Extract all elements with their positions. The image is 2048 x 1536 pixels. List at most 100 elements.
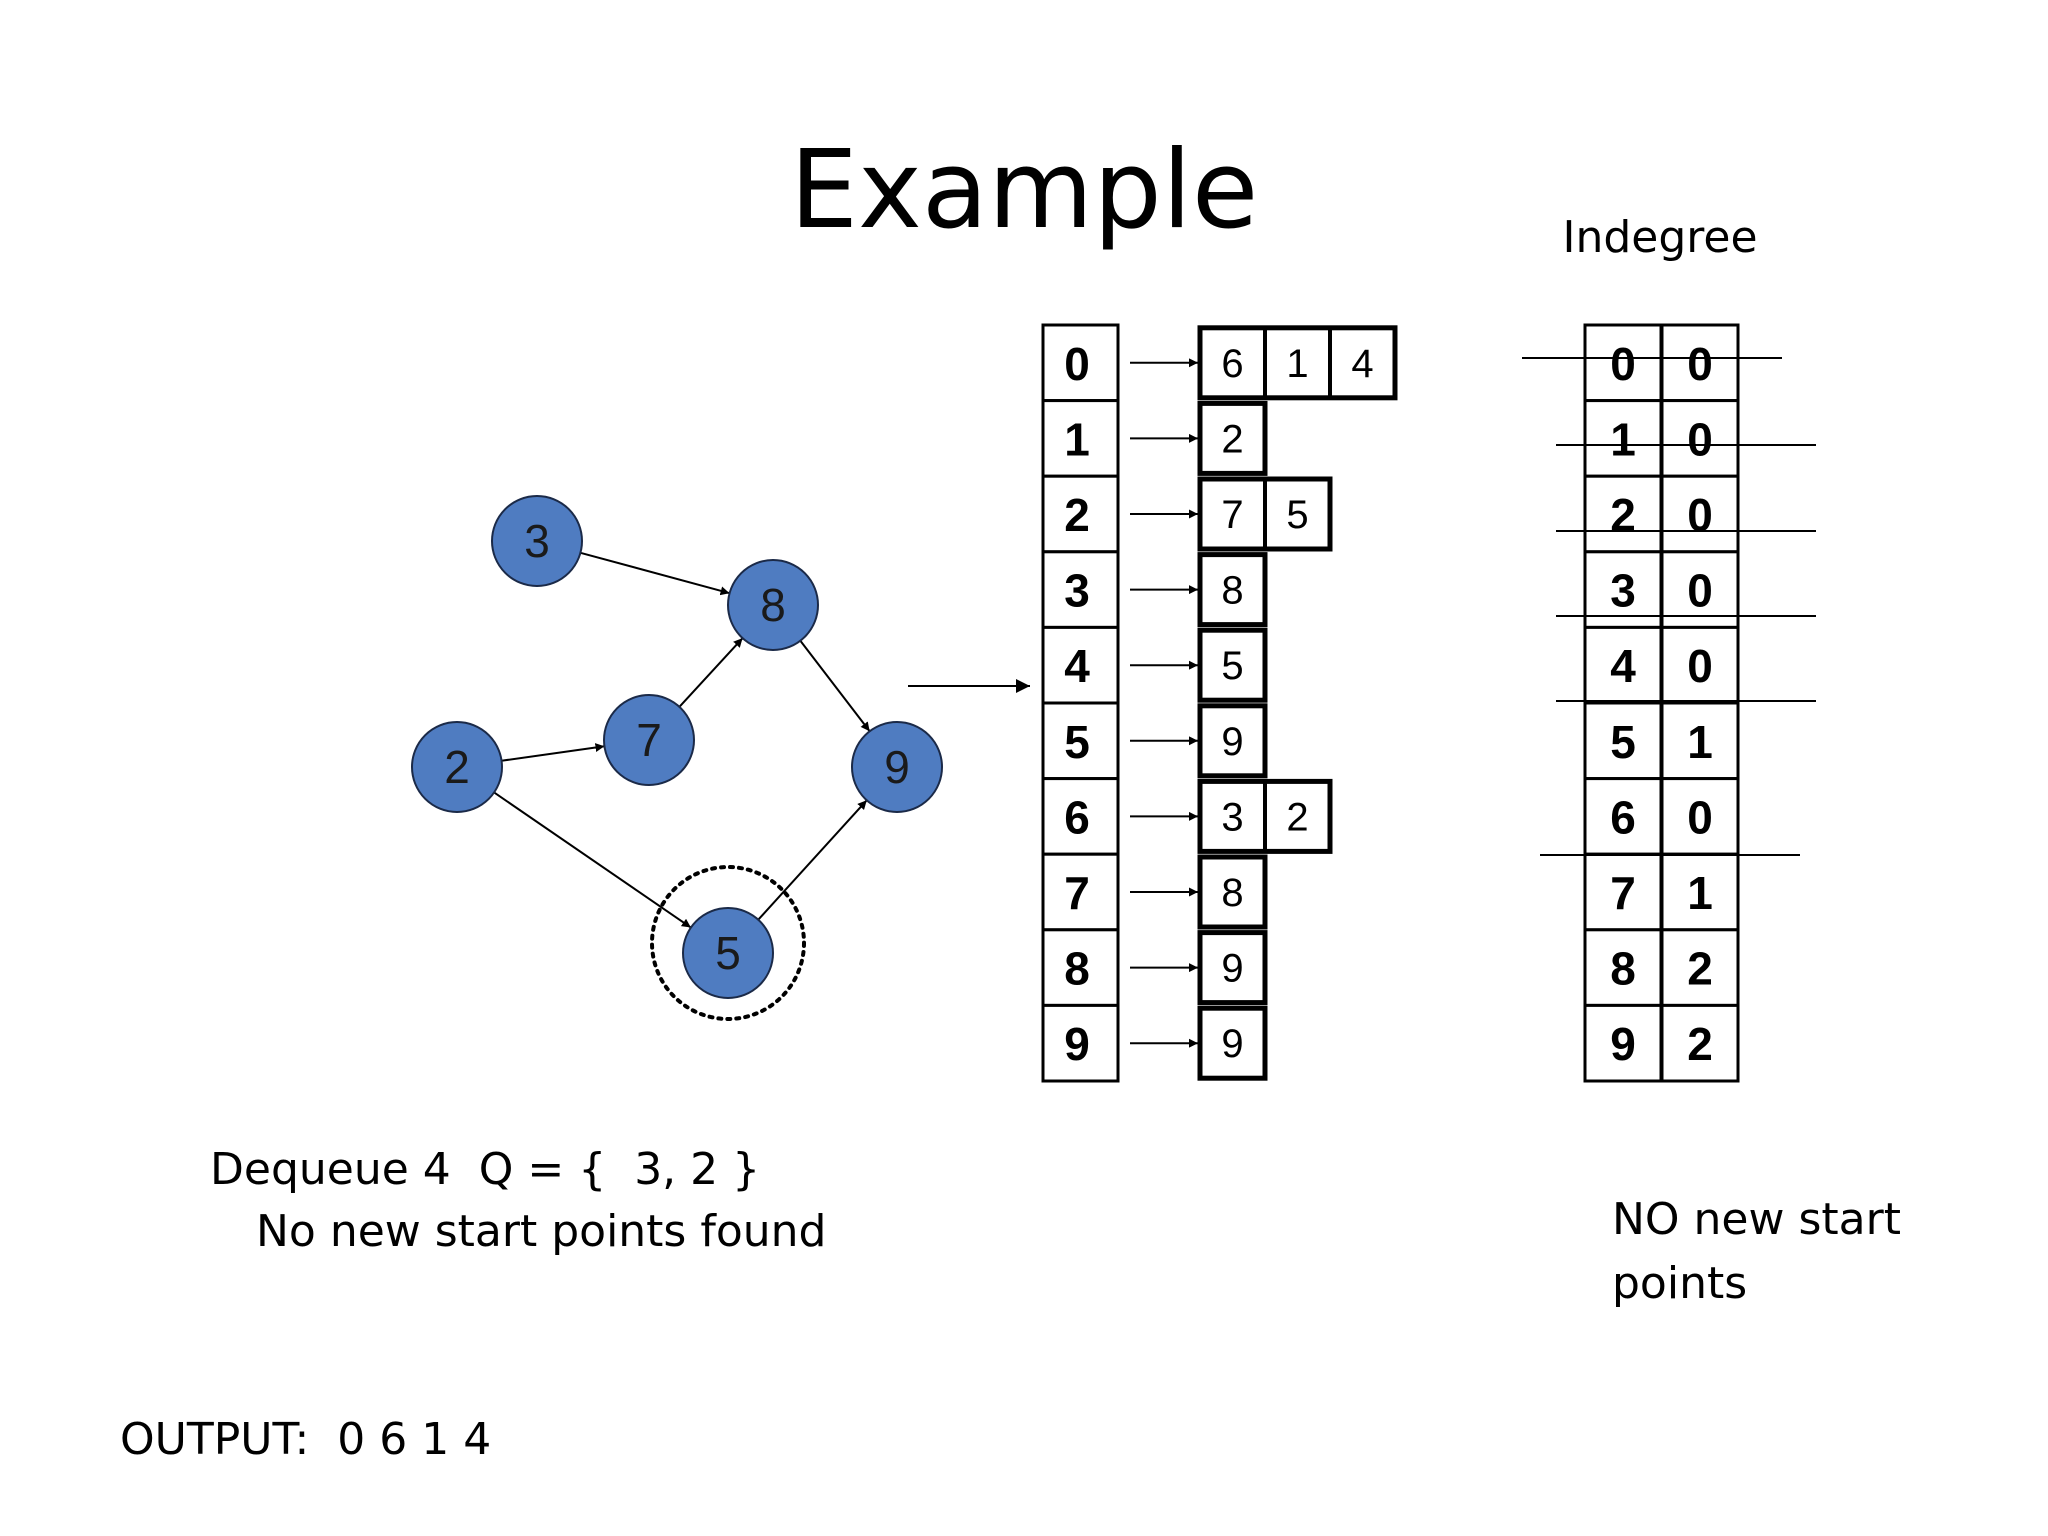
edge-2-to-7 <box>501 743 605 762</box>
edge-2-to-5 <box>493 791 692 929</box>
adjacency-list-entry: 9 <box>1221 947 1243 991</box>
adjacency-list-entry: 4 <box>1351 342 1373 386</box>
adjacency-list-entry: 8 <box>1221 871 1243 915</box>
adjacency-list-box <box>1197 703 1268 779</box>
graph-node-2 <box>411 721 503 813</box>
indegree-vertex-label: 9 <box>1610 1018 1636 1070</box>
indegree-vertex-label: 2 <box>1610 489 1636 541</box>
dependency-graph: 3 8 2 7 9 5 <box>411 495 943 1021</box>
indegree-value: 0 <box>1687 791 1713 843</box>
indegree-note-line-2: points <box>1612 1258 1748 1309</box>
indegree-vertex-label: 5 <box>1610 716 1636 768</box>
indegree-value: 0 <box>1687 489 1713 541</box>
indegree-value: 2 <box>1687 943 1713 995</box>
edge-7-to-8 <box>678 637 744 708</box>
adjacency-row-cell <box>1041 399 1120 478</box>
indegree-value-cell <box>1660 550 1740 629</box>
indegree-vertex-label: 8 <box>1610 943 1636 995</box>
adjacency-row-label: 3 <box>1064 565 1090 617</box>
indegree-value: 0 <box>1687 338 1713 390</box>
adjacency-list-entry: 5 <box>1221 644 1243 688</box>
indegree-value: 2 <box>1687 1018 1713 1070</box>
adjacency-list-entry: 2 <box>1221 417 1243 461</box>
indegree-vertex-label: 1 <box>1610 413 1636 465</box>
graph-node-5 <box>682 907 774 999</box>
indegree-value-cell <box>1660 474 1740 554</box>
indegree-value: 1 <box>1687 867 1713 919</box>
adjacency-list-entry: 9 <box>1221 720 1243 764</box>
indegree-value: 0 <box>1687 413 1713 465</box>
adjacency-list-box <box>1197 854 1268 930</box>
indegree-vertex-label: 6 <box>1610 791 1636 843</box>
graph-node-3 <box>491 495 583 587</box>
adjacency-list-entry: 7 <box>1221 493 1243 537</box>
indegree-value-cell <box>1660 852 1740 932</box>
indegree-note-line-1: NO new start <box>1612 1194 1901 1245</box>
indegree-vertex-label: 7 <box>1610 867 1636 919</box>
adjacency-list-box <box>1197 552 1268 628</box>
adjacency-list-entry: 6 <box>1221 342 1243 386</box>
graph-node-label-7: 7 <box>636 714 662 766</box>
indegree-vertex-cell <box>1583 323 1663 403</box>
adjacency-row-label: 2 <box>1064 489 1090 541</box>
indegree-vertex-label: 3 <box>1610 565 1636 617</box>
indegree-value-cell <box>1660 777 1740 856</box>
indegree-value-cell <box>1660 928 1740 1007</box>
adjacency-list-box <box>1197 627 1268 703</box>
adjacency-row-label: 9 <box>1064 1018 1090 1070</box>
graph-node-label-3: 3 <box>524 515 550 567</box>
edge-5-to-9 <box>757 799 868 921</box>
edge-8-to-9 <box>799 640 871 732</box>
adjacency-row-label: 4 <box>1064 640 1090 692</box>
adjacency-list-entry: 2 <box>1286 795 1308 839</box>
start-points-note: No new start points found <box>256 1206 827 1257</box>
adjacency-list-entry: 8 <box>1221 569 1243 613</box>
adjacency-list-entry: 3 <box>1221 795 1243 839</box>
edge-3-to-8 <box>580 551 730 596</box>
adjacency-list-box <box>1197 325 1398 401</box>
indegree-value: 0 <box>1687 640 1713 692</box>
indegree-vertex-label: 4 <box>1610 640 1636 692</box>
graph-node-label-5: 5 <box>715 927 741 979</box>
indegree-value: 0 <box>1687 565 1713 617</box>
graph-node-label-8: 8 <box>760 579 786 631</box>
adjacency-row-label: 7 <box>1064 867 1090 919</box>
adjacency-row-label: 8 <box>1064 943 1090 995</box>
slide-title: Example <box>789 128 1259 253</box>
adjacency-list-box <box>1197 400 1268 476</box>
indegree-label: Indegree <box>1562 212 1758 263</box>
adjacency-row-label: 1 <box>1064 413 1090 465</box>
adjacency-row-cell <box>1041 550 1120 629</box>
indegree-value-cell <box>1660 323 1740 403</box>
graph-node-label-9: 9 <box>884 741 910 793</box>
graph-node-8 <box>727 559 819 651</box>
adjacency-list-entry: 1 <box>1286 342 1308 386</box>
indegree-note: NO new start points <box>1612 1188 1901 1316</box>
graph-node-7 <box>603 694 695 786</box>
adjacency-list-entry: 5 <box>1286 493 1308 537</box>
indegree-value-cell <box>1660 1003 1740 1083</box>
adjacency-list-box <box>1197 1005 1268 1081</box>
indegree-vertex-label: 0 <box>1610 338 1636 390</box>
dequeue-status-text: Dequeue 4 Q = { 3, 2 } <box>210 1144 761 1195</box>
adjacency-row-cell <box>1041 323 1120 403</box>
adjacency-row-cell <box>1041 1003 1120 1083</box>
adjacency-row-cell <box>1041 777 1120 856</box>
graph-node-9 <box>851 721 943 813</box>
dequeued-node-highlight-ring <box>650 865 806 1021</box>
adjacency-row-label: 0 <box>1064 338 1090 390</box>
adjacency-row-label: 5 <box>1064 716 1090 768</box>
graph-node-label-2: 2 <box>444 741 470 793</box>
adjacency-list-box <box>1197 930 1268 1006</box>
indegree-vertex-cell <box>1583 625 1663 705</box>
indegree-value: 1 <box>1687 716 1713 768</box>
adjacency-row-cell <box>1041 928 1120 1007</box>
adjacency-list-entry: 9 <box>1221 1022 1243 1066</box>
indegree-value-cell <box>1660 701 1740 781</box>
indegree-value-cell <box>1660 625 1740 705</box>
adjacency-row-label: 6 <box>1064 791 1090 843</box>
